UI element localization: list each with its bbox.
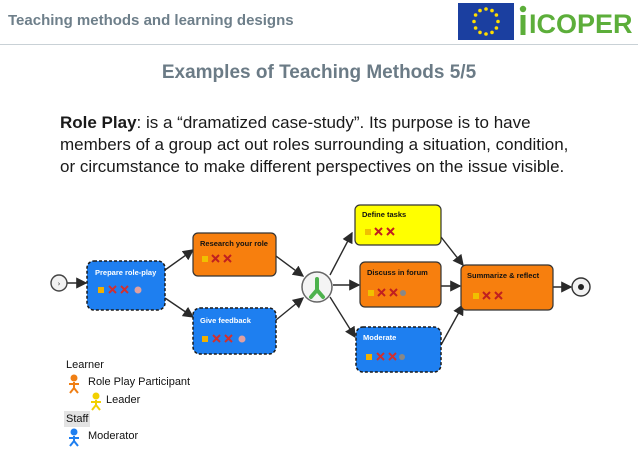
activity-research[interactable]: Research your role bbox=[192, 232, 277, 277]
activity-tool-icons bbox=[365, 227, 395, 236]
activity-tool-icons bbox=[368, 288, 406, 297]
legend-moderator-label: Moderator bbox=[88, 430, 139, 442]
split-node bbox=[301, 271, 333, 303]
slide-title: Examples of Teaching Methods 5/5 bbox=[161, 62, 477, 83]
start-node: › bbox=[50, 274, 68, 292]
activity-summarize[interactable]: Summarize & reflect bbox=[460, 264, 554, 311]
leader-icon bbox=[91, 392, 101, 411]
header-title: Teaching methods and learning designs bbox=[8, 12, 294, 29]
activity-tool-icons bbox=[202, 334, 246, 343]
activity-tool-icons bbox=[98, 285, 142, 294]
activity-label: Discuss in forum bbox=[367, 268, 428, 277]
icoper-logo: ICOPER bbox=[519, 5, 632, 37]
activity-tool-icons bbox=[366, 352, 405, 361]
term: Role Play bbox=[60, 113, 137, 132]
activity-label: Moderate bbox=[363, 333, 396, 342]
logo-text: ICOPER bbox=[529, 9, 632, 37]
slide-body: Role Play: is a “dramatized case-study”.… bbox=[60, 112, 580, 202]
activity-label: Define tasks bbox=[362, 210, 406, 219]
activity-label: Summarize & reflect bbox=[467, 271, 540, 280]
activity-label: Give feedback bbox=[200, 316, 252, 325]
activity-label: Research your role bbox=[200, 239, 268, 248]
moderator-icon bbox=[69, 428, 79, 447]
legend-leader-label: Leader bbox=[106, 394, 141, 406]
end-node bbox=[571, 277, 591, 297]
legend-learner-label: Learner bbox=[66, 359, 104, 371]
activity-tool-icons bbox=[473, 291, 503, 300]
eu-flag-icon bbox=[458, 3, 514, 40]
activity-feedback[interactable]: Give feedback bbox=[192, 307, 277, 355]
term-description: : is a “dramatized case-study”. Its purp… bbox=[60, 113, 569, 176]
activity-discuss[interactable]: Discuss in forum bbox=[359, 261, 442, 308]
activity-moderate[interactable]: Moderate bbox=[355, 326, 442, 373]
activity-prepare[interactable]: Prepare role-play bbox=[86, 260, 166, 311]
activity-tool-icons bbox=[202, 254, 232, 263]
legend-staff-label: Staff bbox=[64, 411, 91, 427]
header-divider bbox=[0, 44, 638, 45]
activity-label: Prepare role-play bbox=[95, 268, 157, 277]
svg-text:›: › bbox=[58, 280, 61, 288]
connectors bbox=[67, 231, 573, 346]
legend-participant-label: Role Play Participant bbox=[88, 376, 191, 388]
activity-define[interactable]: Define tasks bbox=[354, 204, 442, 246]
participant-icon bbox=[69, 374, 79, 394]
